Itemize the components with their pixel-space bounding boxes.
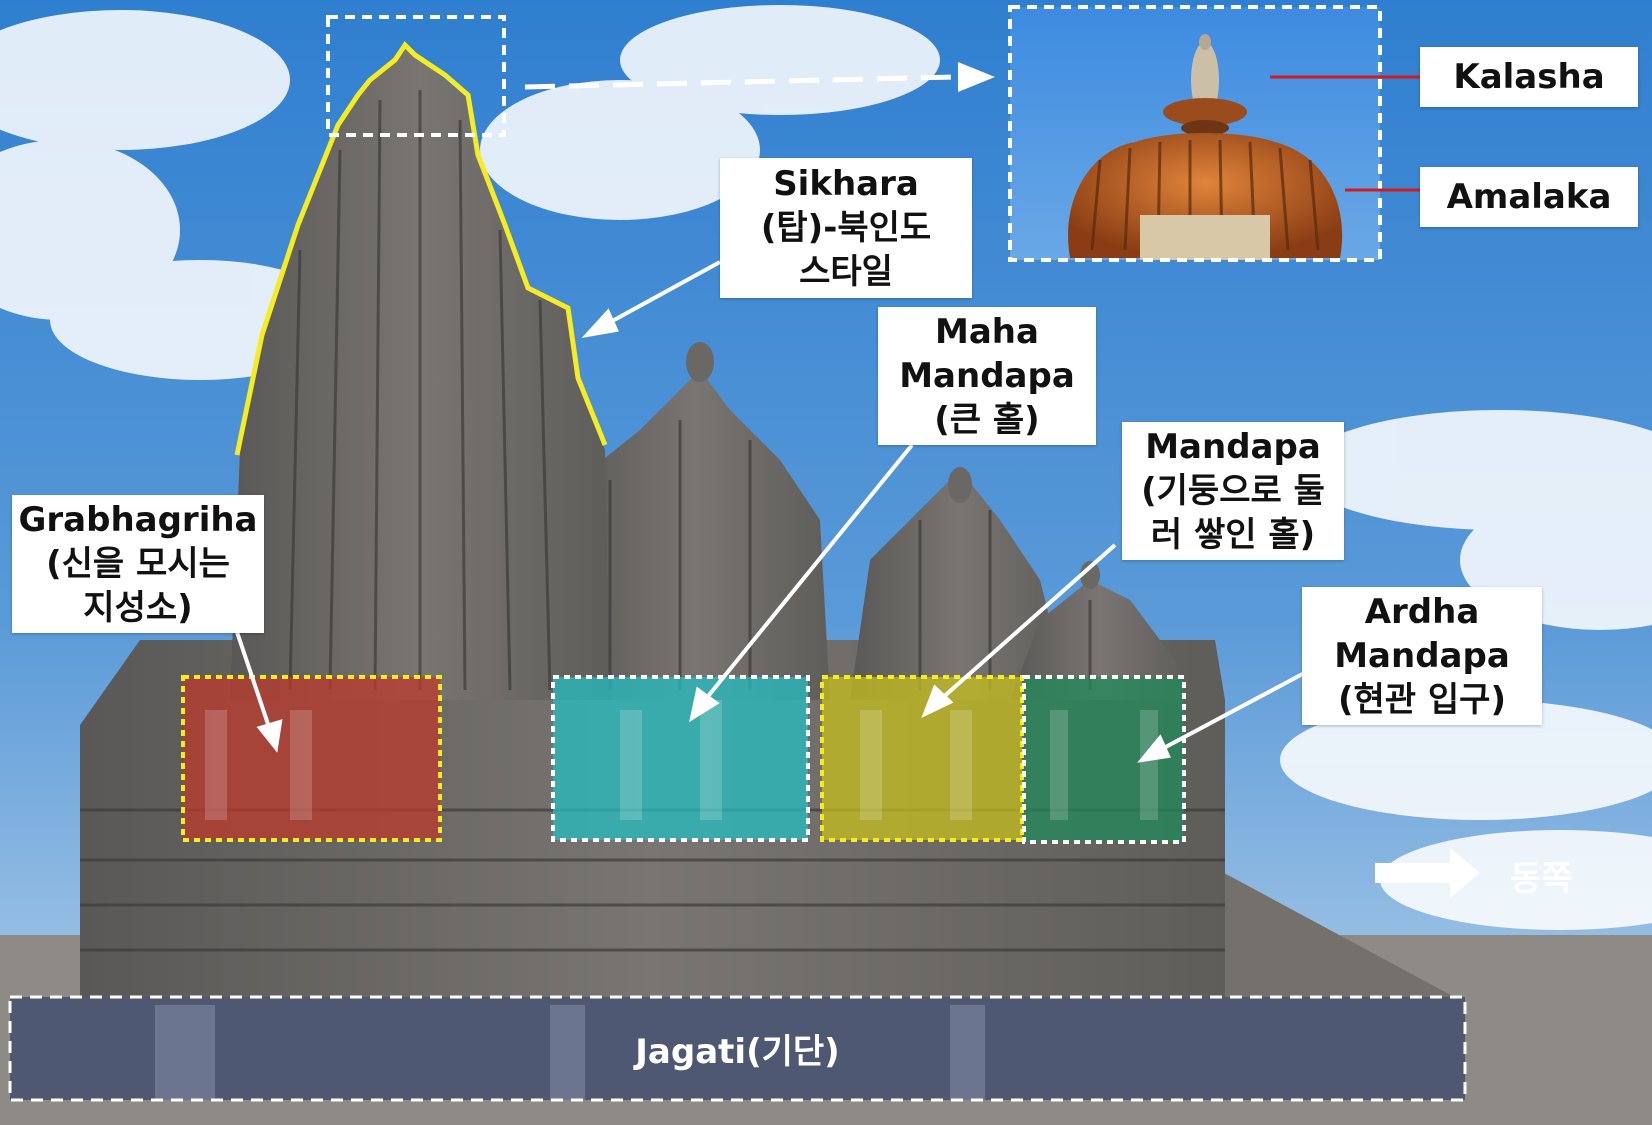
- sikhara-line-2: (탑)-북인도: [760, 207, 932, 248]
- ardha-mandapa-line-3: (현관 입구): [1337, 680, 1507, 721]
- grabhagriha-label: Grabhagriha (신을 모시는 지성소): [12, 495, 264, 633]
- jagati-plinth: [10, 997, 1465, 1100]
- maha-mandapa-line-2: Mandapa: [899, 355, 1075, 396]
- jagati-label: Jagati(기단): [635, 1032, 840, 1072]
- pointer-arrows: [235, 260, 1311, 763]
- secondary-finials: [686, 342, 1100, 589]
- mandapa-line-1: Mandapa: [1145, 426, 1321, 467]
- amalaka-text: Amalaka: [1446, 176, 1612, 217]
- east-label: 동쪽: [1510, 858, 1573, 899]
- mandapa-line-3: 러 쌓인 홀): [1150, 515, 1316, 556]
- maha-mandapa-line-3: (큰 홀): [934, 400, 1040, 441]
- sikhara-line-3: 스타일: [799, 252, 893, 293]
- ardha-mandapa-box: [1024, 677, 1184, 842]
- carving-lines: [80, 90, 1225, 952]
- grabhagriha-line-2: (신을 모시는: [46, 543, 230, 584]
- jagati-outline: [8, 995, 1467, 1102]
- zoom-arrow-line: [524, 74, 956, 90]
- sikhara-outline: [234, 41, 608, 456]
- mandapa-line-2: (기둥으로 둘: [1141, 470, 1325, 511]
- maha-mandapa-label: Maha Mandapa (큰 홀): [878, 307, 1096, 445]
- ardha-mandapa-line-2: Mandapa: [1334, 635, 1510, 676]
- maha-mandapa-line-1: Maha: [935, 311, 1039, 352]
- grabhagriha-line-1: Grabhagriha: [18, 499, 258, 540]
- mandapa-outline: [820, 675, 1024, 842]
- grabhagriha-box: [183, 677, 440, 840]
- inset-finial: [1068, 34, 1343, 260]
- hall-pillars: [205, 700, 1158, 820]
- ardha-mandapa-line-1: Ardha: [1364, 591, 1480, 632]
- clouds: [0, 5, 1652, 930]
- ardha-mandapa-label: Ardha Mandapa (현관 입구): [1302, 587, 1542, 725]
- finial-highlight-box: [326, 15, 506, 137]
- mandapa-box: [822, 677, 1022, 840]
- mandapa-label: Mandapa (기둥으로 둘 러 쌓인 홀): [1122, 422, 1344, 560]
- kalasha-label: Kalasha: [1420, 47, 1638, 107]
- maha-mandapa-box: [553, 677, 808, 840]
- ardha-mandapa-outline: [1022, 675, 1186, 844]
- arrow-right-icon: [1375, 848, 1480, 898]
- grabhagriha-line-3: 지성소): [83, 588, 193, 629]
- zoom-arrow-head: [958, 62, 995, 92]
- sikhara-line-1: Sikhara: [773, 163, 919, 204]
- sikhara-label: Sikhara (탑)-북인도 스타일: [720, 158, 972, 298]
- inset-frame: [1008, 5, 1382, 262]
- plinth-pillars: [155, 1005, 985, 1100]
- kalasha-text: Kalasha: [1453, 56, 1605, 97]
- amalaka-label: Amalaka: [1420, 167, 1638, 227]
